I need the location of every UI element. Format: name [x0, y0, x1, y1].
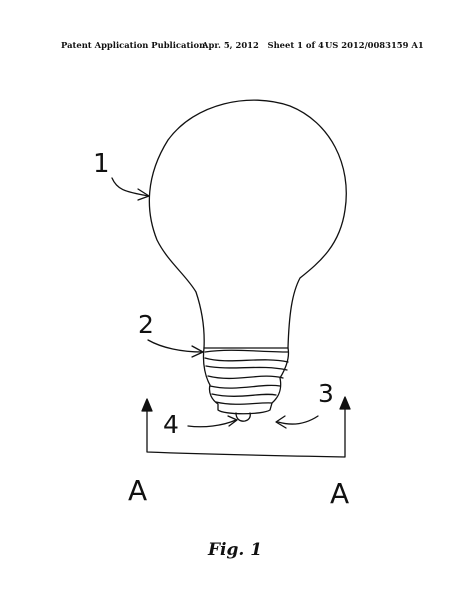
leader-line-1: [111, 177, 149, 197]
section-arrow-left: [141, 398, 153, 412]
arrowhead-4: [227, 415, 238, 427]
arrowhead-3: [275, 415, 287, 429]
leader-line-2: [147, 339, 203, 353]
leader-line-3: [277, 415, 319, 425]
screw-thread-4: [207, 375, 284, 380]
arrowhead-2: [191, 345, 204, 358]
screw-thread-7: [215, 401, 273, 405]
reference-numeral-1: 1: [93, 149, 110, 179]
section-label-right: A: [330, 477, 349, 510]
section-arrow-right: [339, 396, 351, 410]
figure-caption: Fig. 1: [0, 540, 474, 560]
reference-numeral-4: 4: [163, 410, 179, 439]
screw-base-outline: [202, 347, 290, 415]
section-label-left: A: [128, 474, 147, 507]
patent-header: Patent Application Publication Apr. 5, 2…: [0, 40, 474, 54]
screw-thread-5: [209, 384, 281, 389]
reference-numeral-3: 3: [318, 379, 334, 408]
bulb-glass-outline: [148, 99, 347, 349]
screw-thread-3: [205, 365, 288, 371]
publication-title: Patent Application Publication: [61, 40, 206, 50]
contact-tip: [235, 412, 251, 422]
publication-number: US 2012/0083159 A1: [325, 40, 424, 50]
screw-thread-1: [204, 349, 289, 353]
figure-caption-text: Fig. 1: [207, 540, 263, 560]
publication-date-sheet: Apr. 5, 2012 Sheet 1 of 4: [202, 40, 324, 50]
screw-thread-2: [204, 357, 289, 363]
section-line: [146, 399, 346, 458]
leader-line-4: [187, 419, 237, 428]
arrowhead-1: [137, 188, 150, 201]
reference-numeral-2: 2: [138, 310, 154, 339]
screw-thread-6: [211, 393, 277, 397]
